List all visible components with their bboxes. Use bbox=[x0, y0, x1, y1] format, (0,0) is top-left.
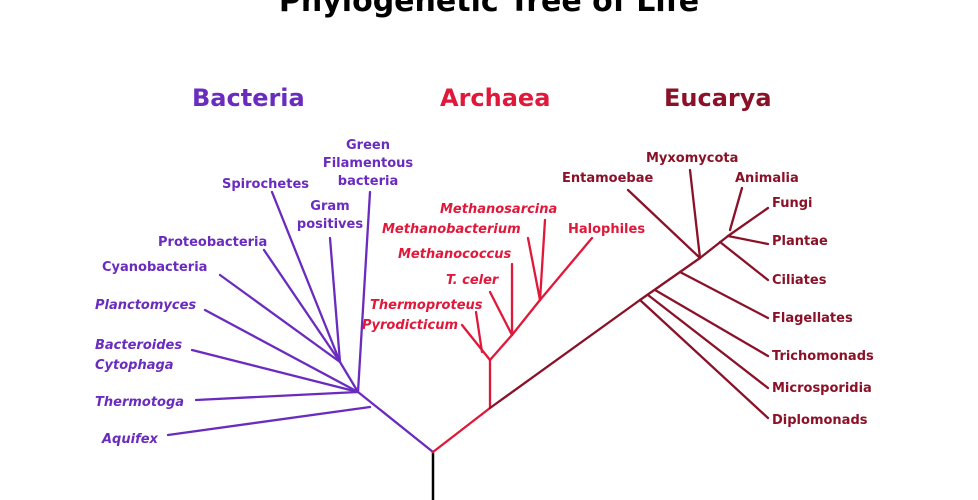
branch-gram bbox=[328, 236, 342, 364]
branch-methanosarcina bbox=[538, 218, 547, 302]
leaf-planctomyces: Planctomyces bbox=[95, 298, 197, 313]
archaea-stem bbox=[431, 406, 492, 454]
branch-tceler bbox=[488, 290, 514, 337]
branch-aquifex bbox=[166, 405, 372, 437]
branch-animalia bbox=[728, 186, 744, 232]
leaf-animalia: Animalia bbox=[735, 171, 799, 186]
branch-green bbox=[356, 190, 372, 394]
leaf-thermotoga: Thermotoga bbox=[95, 395, 185, 410]
branch-methanobacterium bbox=[526, 236, 542, 302]
leaf-halophiles: Halophiles bbox=[568, 222, 646, 237]
leaf-line: Green bbox=[346, 138, 390, 153]
leaf-bacteroides-cytophaga: Bacteroides Cytophaga bbox=[95, 336, 182, 376]
leaf-proteobacteria: Proteobacteria bbox=[158, 235, 268, 250]
branch-ciliates bbox=[718, 240, 770, 282]
bacteria-branches bbox=[166, 190, 435, 454]
leaf-line: Filamentous bbox=[322, 156, 414, 171]
domain-label-bacteria: Bacteria bbox=[192, 84, 305, 112]
leaf-aquifex: Aquifex bbox=[102, 432, 158, 447]
leaf-line: Gram bbox=[310, 199, 350, 214]
branch-thermoproteus bbox=[460, 323, 492, 362]
leaf-diplomonads: Diplomonads bbox=[772, 413, 868, 428]
leaf-thermoproteus: Thermoproteus bbox=[370, 298, 483, 313]
archaea-inner bbox=[488, 333, 514, 362]
branch-cyanobacteria bbox=[218, 273, 342, 364]
branch-planctomyces bbox=[203, 308, 360, 394]
leaf-microsporidia: Microsporidia bbox=[772, 381, 872, 396]
branch-thermotoga bbox=[194, 390, 360, 402]
bacteria-stem bbox=[356, 390, 435, 454]
archaea-branches bbox=[431, 218, 594, 454]
branch-microsporidia bbox=[646, 293, 770, 390]
branch-trichomonads bbox=[653, 288, 770, 358]
leaf-fungi: Fungi bbox=[772, 196, 813, 211]
leaf-flagellates: Flagellates bbox=[772, 311, 853, 326]
bacteria-inner bbox=[338, 360, 360, 394]
eucarya-stem bbox=[488, 298, 642, 410]
eucarya-upper bbox=[638, 256, 702, 302]
branch-fungi bbox=[726, 206, 770, 238]
branch-flagellates bbox=[678, 270, 770, 320]
archaea-inner-2 bbox=[510, 298, 542, 337]
leaf-t-celer: T. celer bbox=[446, 273, 499, 288]
leaf-plantae: Plantae bbox=[772, 234, 828, 249]
domain-label-archaea: Archaea bbox=[440, 84, 551, 112]
leaf-methanobacterium: Methanobacterium bbox=[382, 222, 521, 237]
leaf-gram-positives: Gram positives bbox=[290, 198, 370, 234]
leaf-pyrodicticum: Pyrodicticum bbox=[362, 318, 458, 333]
branch-spirochetes bbox=[270, 190, 342, 364]
eucarya-branches bbox=[488, 168, 770, 420]
domain-label-eucarya: Eucarya bbox=[664, 84, 772, 112]
leaf-line: bacteria bbox=[337, 174, 399, 189]
branch-halophiles bbox=[538, 236, 594, 302]
branch-myxomycota bbox=[688, 168, 702, 260]
leaf-entamoebae: Entamoebae bbox=[562, 171, 654, 186]
eucarya-crown bbox=[698, 234, 730, 260]
branch-pyrodicticum bbox=[474, 310, 484, 354]
branch-proteobacteria bbox=[262, 248, 342, 364]
leaf-line: Cytophaga bbox=[95, 358, 174, 373]
leaf-trichomonads: Trichomonads bbox=[772, 349, 874, 364]
branch-entamoebae bbox=[626, 188, 702, 260]
branch-bacteroides bbox=[190, 348, 360, 394]
diagram-title: Phylogenetic Tree of Life bbox=[278, 0, 700, 19]
leaf-green-filamentous-bacteria: Green Filamentous bacteria bbox=[318, 137, 418, 191]
leaf-myxomycota: Myxomycota bbox=[646, 151, 739, 166]
leaf-methanococcus: Methanococcus bbox=[398, 247, 512, 262]
leaf-ciliates: Ciliates bbox=[772, 273, 827, 288]
branch-diplomonads bbox=[638, 298, 770, 420]
leaf-cyanobacteria: Cyanobacteria bbox=[102, 260, 208, 275]
branch-plantae bbox=[726, 234, 770, 246]
leaf-line: positives bbox=[296, 217, 364, 232]
leaf-methanosarcina: Methanosarcina bbox=[440, 202, 558, 217]
leaf-line: Bacteroides bbox=[95, 338, 183, 353]
leaf-spirochetes: Spirochetes bbox=[222, 177, 310, 192]
